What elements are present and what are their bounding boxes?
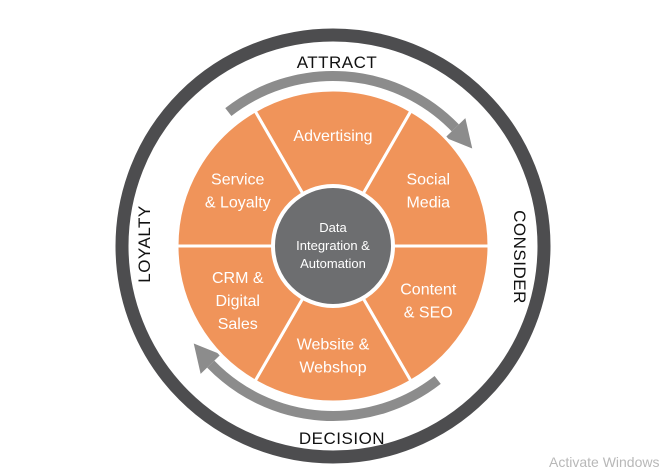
cycle-arrows [193, 71, 473, 421]
segment-advertising-label: Advertising [293, 128, 372, 145]
segment-website-webshop-label: Website &Webshop [297, 337, 370, 377]
arrow-attract-to-consider-head [445, 118, 473, 149]
stage-decision-label: DECISION [299, 429, 385, 448]
arrow-decision-to-loyalty-head [193, 343, 221, 374]
stage-attract-label: ATTRACT [297, 53, 378, 72]
segment-service-loyalty-label: Service& Loyalty [205, 172, 271, 212]
stage-loyalty-label: LOYALTY [135, 205, 154, 283]
activate-windows-watermark: Activate Windows [549, 454, 660, 470]
outer-ring [115, 28, 551, 464]
central-hub [271, 184, 395, 308]
arrow-decision-to-loyalty [207, 360, 441, 421]
stage-consider-label: CONSIDER [510, 210, 529, 304]
segment-content-seo-label: Content& SEO [400, 282, 457, 322]
arrow-attract-to-consider [225, 71, 459, 132]
